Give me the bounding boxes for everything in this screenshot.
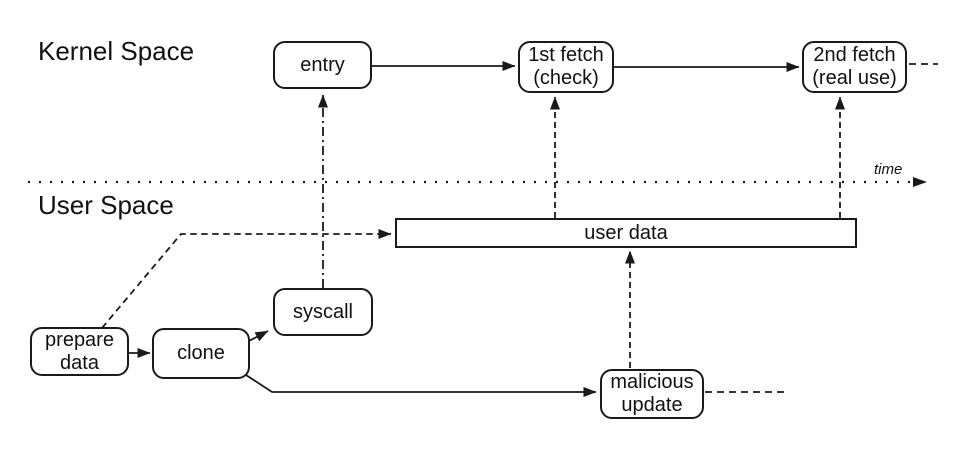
node-prepare-data-label-line2: data (60, 351, 99, 374)
time-axis-label: time (874, 161, 903, 178)
node-first-fetch-label-line2: (check) (533, 67, 599, 89)
node-first-fetch-label-line1: 1st fetch (528, 44, 604, 66)
kernel-space-label: Kernel Space (38, 36, 195, 66)
node-clone-label: clone (177, 342, 225, 364)
edge-clone-to-syscall (246, 330, 269, 343)
node-user-data-label: user data (584, 221, 668, 244)
edge-clone-to-malicious-update (245, 374, 597, 397)
node-second-fetch-label-line2: (real use) (812, 67, 897, 89)
edge-prepare-data-to-user-data (101, 229, 392, 329)
node-clone: clone (152, 328, 250, 379)
node-prepare-data-label-line1: prepare (45, 328, 114, 351)
time-axis-arrowhead (913, 177, 927, 187)
node-entry-label: entry (300, 53, 345, 76)
node-prepare-data: prepare data (30, 327, 129, 376)
node-second-fetch-label-line1: 2nd fetch (813, 44, 896, 66)
node-malicious-update: malicious update (600, 369, 704, 419)
node-user-data: user data (395, 218, 857, 248)
node-syscall: syscall (273, 288, 373, 336)
node-malicious-update-label-line1: malicious (610, 371, 694, 393)
node-first-fetch: 1st fetch (check) (518, 41, 614, 93)
user-space-label: User Space (38, 190, 174, 220)
node-second-fetch: 2nd fetch (real use) (802, 41, 907, 93)
node-malicious-update-label-line2: update (621, 394, 683, 416)
node-syscall-label: syscall (292, 300, 353, 323)
node-entry: entry (273, 41, 372, 89)
